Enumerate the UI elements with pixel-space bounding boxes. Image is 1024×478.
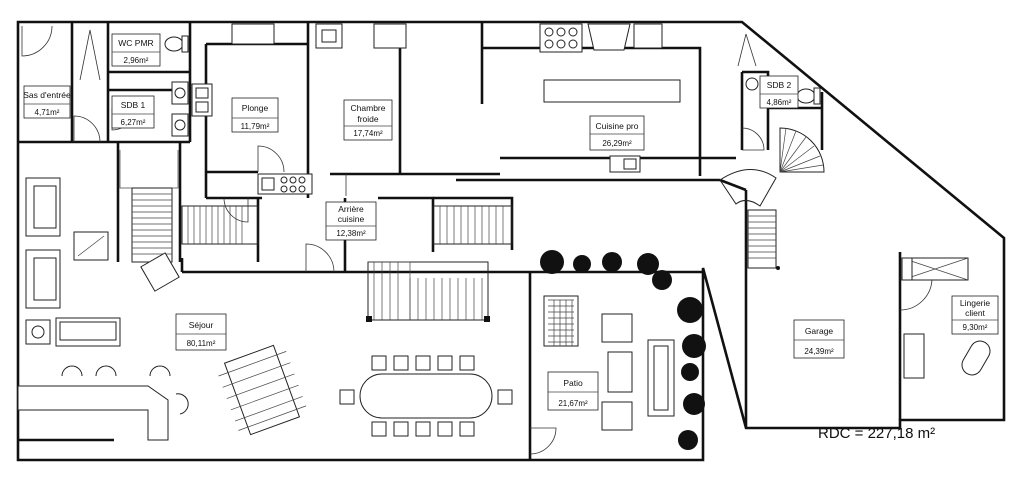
total-area-label: RDC = 227,18 m²	[818, 425, 935, 442]
room-name: SDB 2	[767, 80, 792, 90]
room-name: Patio	[563, 378, 583, 388]
plant-1	[540, 250, 564, 274]
plant-5	[652, 270, 672, 290]
room-name: Sas d'entrée	[23, 90, 71, 100]
room-area: 12,38m²	[336, 229, 366, 238]
room-area: 17,74m²	[353, 129, 383, 138]
plant-8	[681, 363, 699, 381]
room-area: 6,27m²	[121, 118, 146, 127]
room-label-plonge: Plonge 11,79m²	[231, 97, 279, 133]
room-label-sdb2: SDB 2 4,86m²	[759, 75, 799, 109]
room-area: 4,71m²	[35, 108, 60, 117]
room-area: 2,96m²	[124, 56, 149, 65]
room-area: 26,29m²	[602, 139, 632, 148]
plant-2	[573, 255, 591, 273]
room-area: 11,79m²	[241, 122, 270, 131]
room-label-sdb1: SDB 1 6,27m²	[111, 95, 155, 129]
plant-7	[682, 334, 706, 358]
fixtures	[164, 23, 821, 195]
furniture	[17, 177, 991, 441]
room-name: Séjour	[189, 320, 214, 330]
plants	[540, 250, 706, 450]
room-area: 21,67m²	[558, 399, 588, 408]
room-label-sas: Sas d'entrée 4,71m²	[23, 85, 71, 119]
room-name-line2: froide	[357, 114, 379, 124]
room-name-line1: Chambre	[351, 103, 386, 113]
room-label-sejour: Séjour 80,11m²	[175, 313, 227, 351]
room-labels: Sas d'entrée 4,71m² WC PMR 2,96m² SDB 1 …	[23, 33, 999, 411]
room-name-line1: Arrière	[338, 204, 364, 214]
room-label-chambre: Chambre froide 17,74m²	[343, 99, 393, 141]
room-name: Garage	[805, 326, 834, 336]
room-name-line2: client	[965, 308, 985, 318]
room-name: Plonge	[242, 103, 269, 113]
plant-9	[683, 393, 705, 415]
plant-10	[678, 430, 698, 450]
plant-3	[602, 252, 622, 272]
plant-6	[677, 297, 703, 323]
room-name-line2: cuisine	[338, 214, 365, 224]
plant-4	[637, 253, 659, 275]
room-name: WC PMR	[118, 38, 153, 48]
room-area: 9,30m²	[963, 323, 988, 332]
room-name: Cuisine pro	[596, 121, 639, 131]
room-label-lingerie: Lingerie client 9,30m²	[951, 295, 999, 335]
room-name: SDB 1	[121, 100, 146, 110]
stairs	[119, 127, 825, 322]
room-label-garage: Garage 24,39m²	[793, 319, 845, 359]
room-name-line1: Lingerie	[960, 298, 991, 308]
room-label-patio: Patio 21,67m²	[547, 371, 599, 411]
room-label-cuisine: Cuisine pro 26,29m²	[589, 115, 645, 151]
room-area: 24,39m²	[804, 347, 834, 356]
outer-walls	[16, 20, 1006, 462]
room-label-arriere: Arrière cuisine 12,38m²	[325, 201, 377, 241]
room-label-wc: WC PMR 2,96m²	[111, 33, 161, 67]
room-area: 4,86m²	[767, 98, 792, 107]
room-area: 80,11m²	[187, 339, 216, 348]
